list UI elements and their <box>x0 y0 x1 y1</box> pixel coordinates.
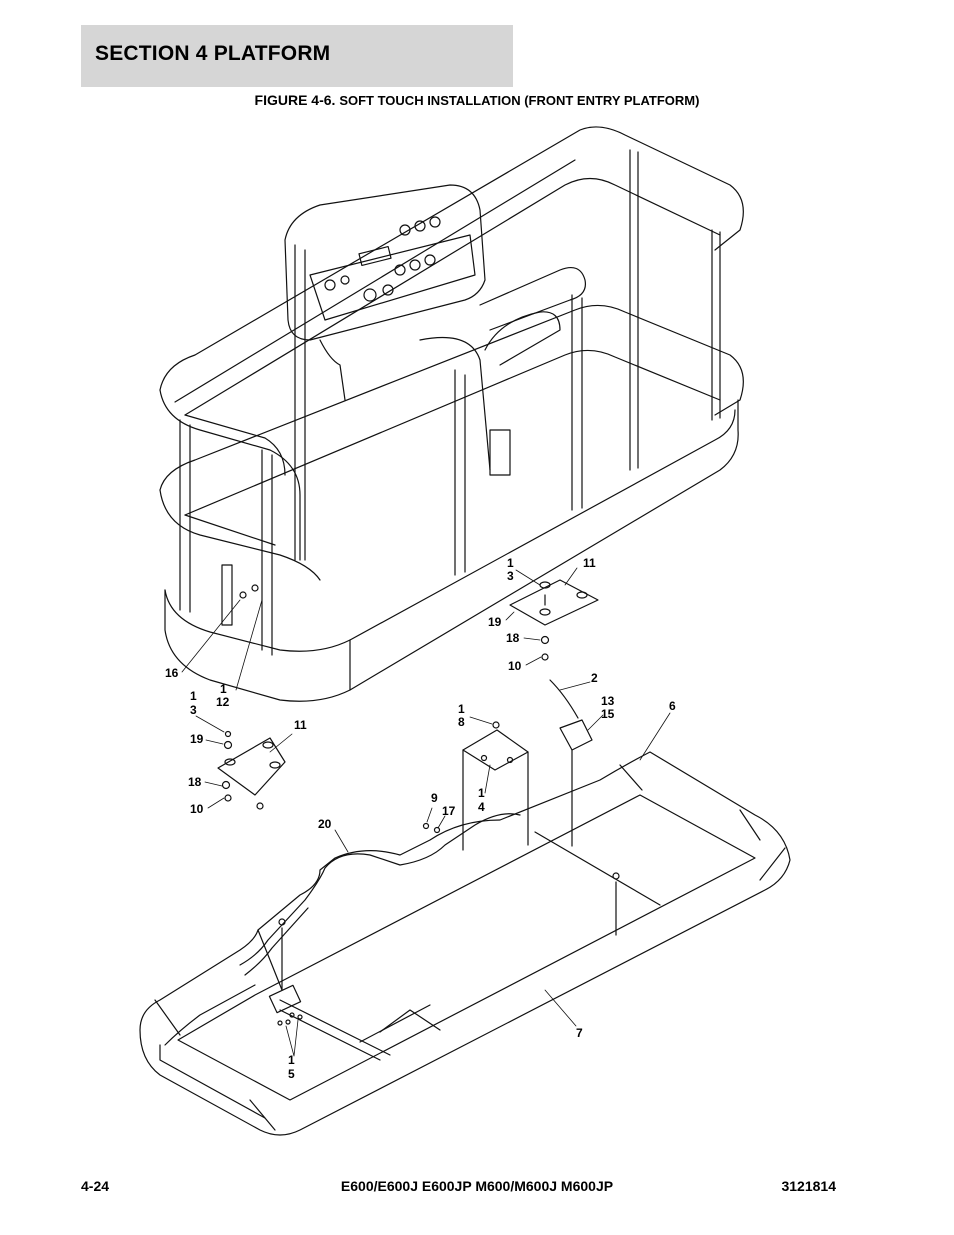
callout-18-b: 18 <box>188 775 202 789</box>
section-header: SECTION 4 PLATFORM <box>81 25 513 87</box>
callout-labels: 1 3 11 19 18 10 2 16 1 12 1 3 11 19 18 1… <box>165 556 676 1081</box>
callout-1-e: 1 <box>478 786 485 800</box>
callout-2: 2 <box>591 671 598 685</box>
callout-15: 15 <box>601 707 615 721</box>
pad-bracket-upper <box>509 579 599 661</box>
switch-assembly <box>559 719 593 847</box>
callout-1-b: 1 <box>220 682 227 696</box>
callout-16: 16 <box>165 666 179 680</box>
cable-bracket <box>462 721 529 851</box>
figure-number: FIGURE 4-6. <box>254 92 336 108</box>
wire-item-2 <box>549 679 579 719</box>
figure-caption: FIGURE 4-6. SOFT TOUCH INSTALLATION (FRO… <box>0 92 954 108</box>
control-console <box>284 184 491 471</box>
callout-5: 5 <box>288 1067 295 1081</box>
callout-13: 13 <box>601 694 615 708</box>
callout-3-b: 3 <box>190 703 197 717</box>
callout-1-d: 1 <box>458 702 465 716</box>
callout-18: 18 <box>506 631 520 645</box>
callout-4: 4 <box>478 800 485 814</box>
leader-lines <box>181 567 671 1057</box>
pad-bracket-lower <box>217 730 286 810</box>
mid-guard-rail <box>159 304 744 581</box>
callout-6: 6 <box>669 699 676 713</box>
callout-19: 19 <box>488 615 502 629</box>
page-number: 4-24 <box>81 1178 110 1194</box>
guard-rail-posts <box>179 149 721 656</box>
callout-1-f: 1 <box>288 1053 295 1067</box>
figure-title: SOFT TOUCH INSTALLATION (FRONT ENTRY PLA… <box>339 93 700 108</box>
callout-11-b: 11 <box>294 718 307 732</box>
rear-pads <box>479 267 587 476</box>
callout-17: 17 <box>442 804 456 818</box>
section-title: SECTION 4 PLATFORM <box>95 42 331 65</box>
model-list: E600/E600J E600JP M600/M600J M600JP <box>340 1178 614 1194</box>
callout-8: 8 <box>458 715 465 729</box>
callout-1-c: 1 <box>190 689 197 703</box>
top-guard-rail <box>159 126 744 561</box>
callout-10-b: 10 <box>190 802 204 816</box>
callout-1: 1 <box>507 556 514 570</box>
callout-12: 12 <box>216 695 230 709</box>
callout-9: 9 <box>431 791 438 805</box>
callout-20: 20 <box>318 817 332 831</box>
callout-19-b: 19 <box>190 732 204 746</box>
platform-floor <box>164 399 739 702</box>
callout-10: 10 <box>508 659 522 673</box>
soft-touch-frame <box>139 751 791 1136</box>
callout-11: 11 <box>583 556 596 570</box>
document-number: 3121814 <box>781 1178 836 1194</box>
callout-7: 7 <box>576 1026 583 1040</box>
left-hardware <box>221 564 259 626</box>
callout-3: 3 <box>507 569 514 583</box>
